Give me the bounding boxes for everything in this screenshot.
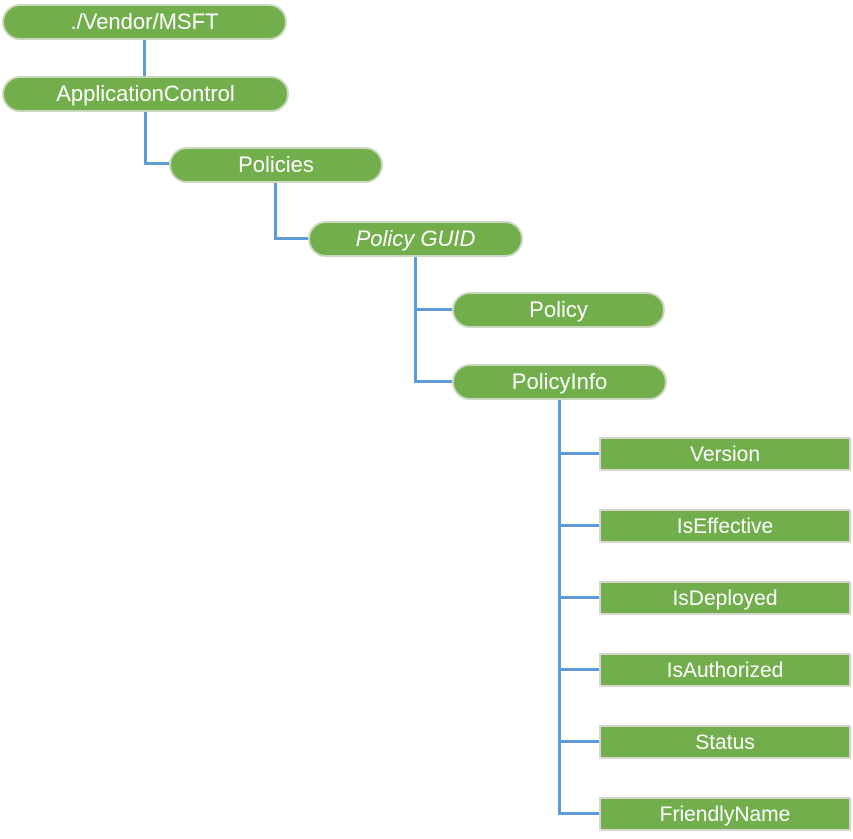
connector-applicationcontrol-to-policies-vertical (144, 112, 147, 165)
connector-policyinfo-to-iseffective (558, 524, 599, 527)
connector-policyinfo-to-isauthorized (558, 668, 599, 671)
connector-policyinfo-trunk (558, 400, 561, 815)
connector-policy-guid-to-policy (414, 308, 452, 311)
connector-vendor-to-applicationcontrol (143, 40, 146, 76)
node-iseffective: IsEffective (599, 509, 851, 543)
node-isauthorized: IsAuthorized (599, 653, 851, 687)
node-status: Status (599, 725, 851, 759)
connector-policyinfo-to-version (558, 452, 599, 455)
node-policyinfo: PolicyInfo (452, 364, 667, 400)
node-friendlyname: FriendlyName (599, 797, 851, 831)
connector-policyinfo-to-friendlyname (558, 812, 599, 815)
node-policy: Policy (452, 292, 665, 328)
connector-policyinfo-to-status (558, 740, 599, 743)
node-policy-guid: Policy GUID (308, 221, 523, 257)
connector-policy-guid-to-policyinfo (414, 380, 452, 383)
connector-applicationcontrol-to-policies-horizontal (144, 162, 169, 165)
node-isdeployed: IsDeployed (599, 581, 851, 615)
node-vendor-msft: ./Vendor/MSFT (2, 4, 287, 40)
node-version: Version (599, 437, 851, 471)
connector-policies-to-policy-guid-vertical (274, 183, 277, 240)
connector-policy-guid-trunk (414, 257, 417, 383)
connector-policies-to-policy-guid-horizontal (274, 237, 308, 240)
connector-policyinfo-to-isdeployed (558, 596, 599, 599)
node-applicationcontrol: ApplicationControl (2, 76, 289, 112)
node-policies: Policies (169, 147, 383, 183)
